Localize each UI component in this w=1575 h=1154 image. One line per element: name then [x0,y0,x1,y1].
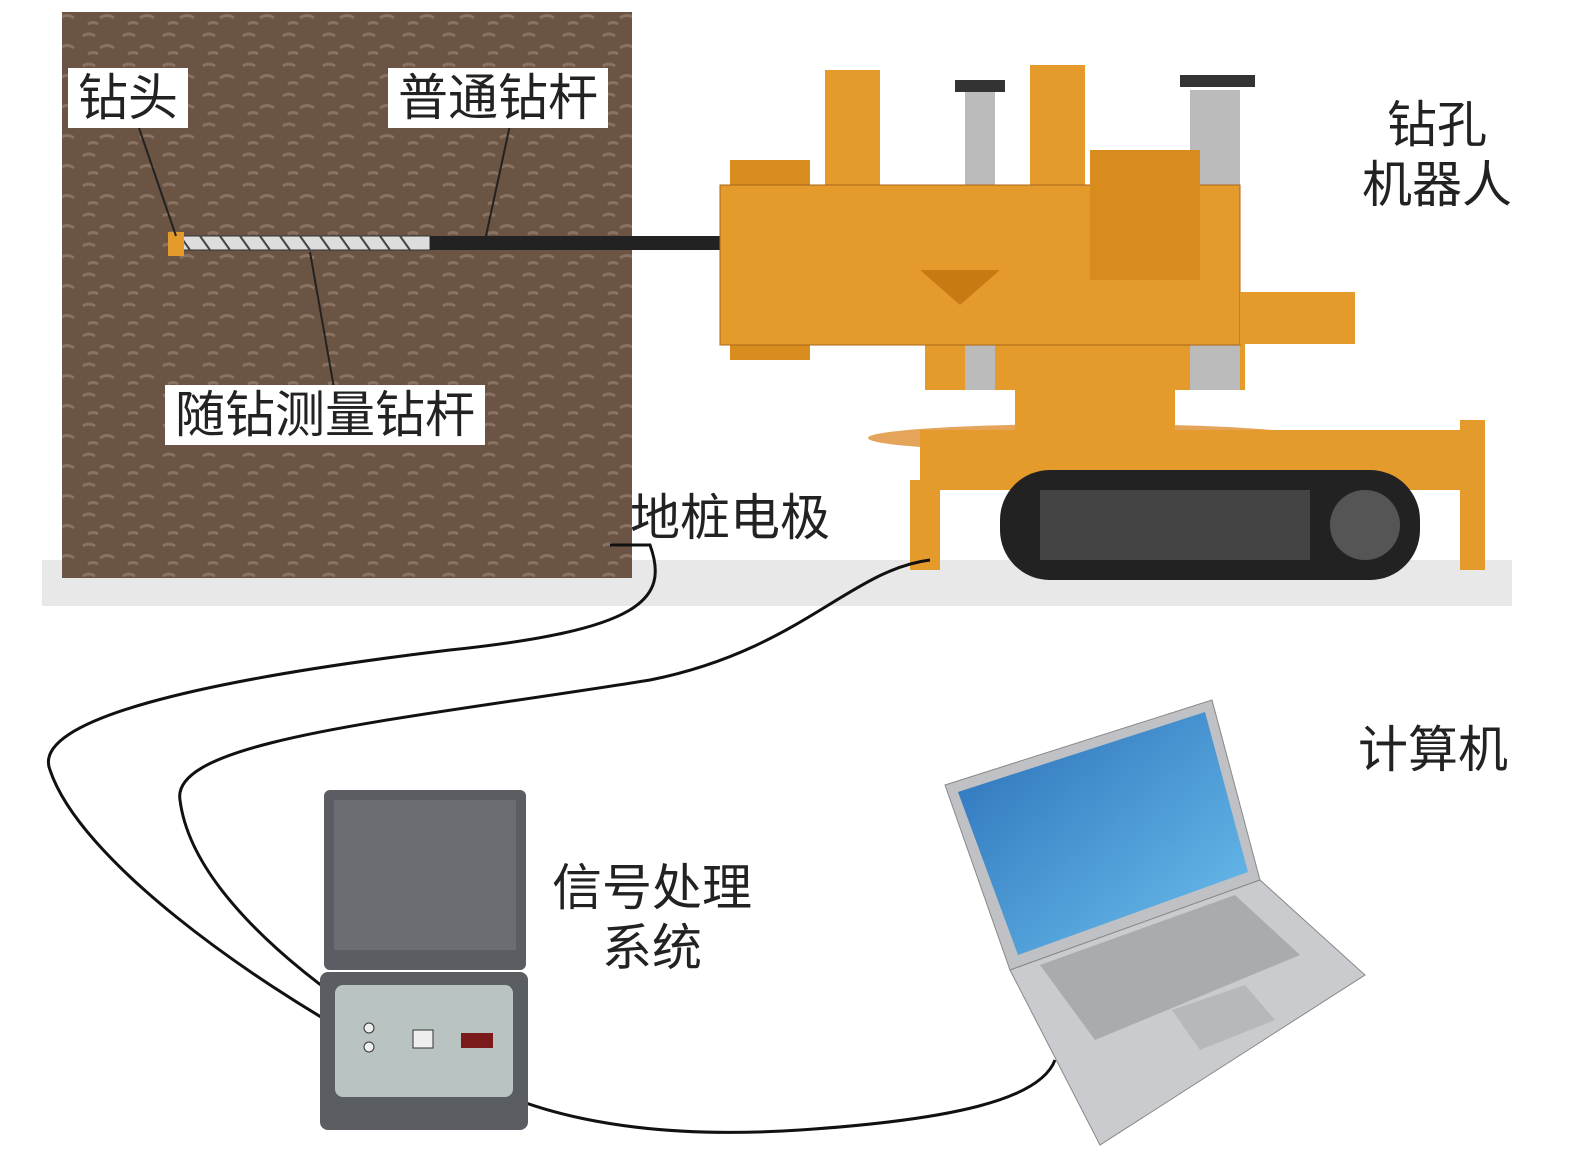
label-signal-system: 信号处理 系统 [552,858,752,978]
label-ordinary-rod: 普通钻杆 [388,68,608,128]
drill-bit [168,232,184,256]
drill-rod [168,232,720,256]
signal-processor-box [320,790,528,1130]
label-signal-line2: 系统 [602,919,702,977]
leader-lines [137,124,511,389]
label-drilling-robot: 钻孔 机器人 [1362,95,1512,215]
label-robot-line1: 钻孔 [1387,96,1487,154]
laptop [944,699,1366,1146]
label-mwd-rod: 随钻测量钻杆 [165,385,485,445]
label-drill-bit: 钻头 [68,68,188,128]
label-robot-line2: 机器人 [1362,156,1512,214]
cables [46,543,1057,1134]
label-computer: 计算机 [1358,721,1508,779]
drilling-robot [719,65,1485,580]
label-signal-line1: 信号处理 [552,859,752,917]
label-ground-electrode: 地桩电极 [630,489,830,547]
